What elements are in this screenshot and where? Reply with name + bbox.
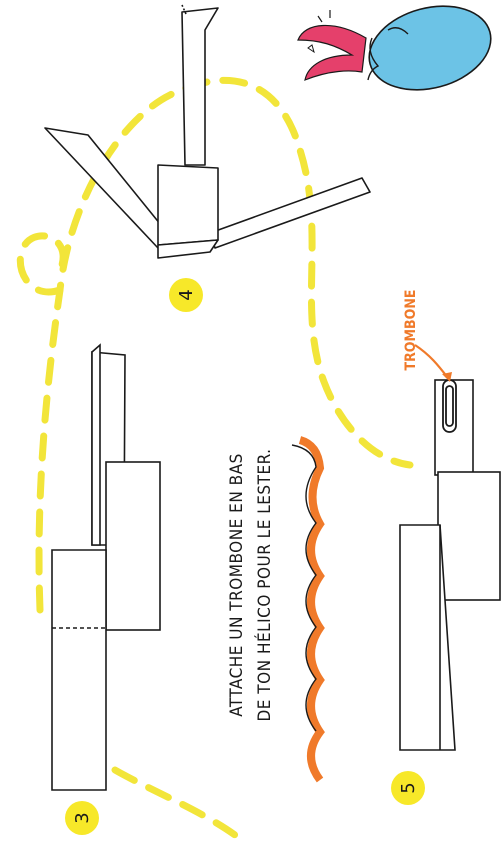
step-number-4: 4	[176, 289, 197, 300]
instruction-line-1: ATTACHE UN TROMBONE EN BAS	[227, 453, 247, 717]
step-badge-4: 4	[169, 278, 203, 312]
instruction-line-2: DE TON HÉLICO POUR LE LESTER.	[253, 449, 275, 722]
dash-path-top	[35, 77, 414, 614]
step4-paper-helicopter	[44, 4, 371, 259]
callout-label: TROMBONE	[403, 290, 419, 371]
step-number-5: 5	[398, 782, 419, 793]
callout-arrowhead	[442, 372, 452, 382]
step-badge-5: 5	[391, 771, 425, 805]
bird-character-icon	[297, 5, 492, 91]
dashed-motion-paths	[16, 77, 414, 839]
step3-folded-paper	[51, 343, 161, 791]
dash-path-loop	[16, 232, 67, 296]
step-number-3: 3	[72, 812, 93, 823]
wave-decoration	[291, 436, 325, 783]
step-badge-3: 3	[65, 801, 99, 835]
instruction-text: ATTACHE UN TROMBONE EN BAS DE TON HÉLICO…	[227, 449, 275, 722]
step5-helicopter-with-clip	[399, 379, 501, 751]
dash-path-bottom	[111, 766, 239, 839]
callout-arrow	[414, 344, 449, 379]
